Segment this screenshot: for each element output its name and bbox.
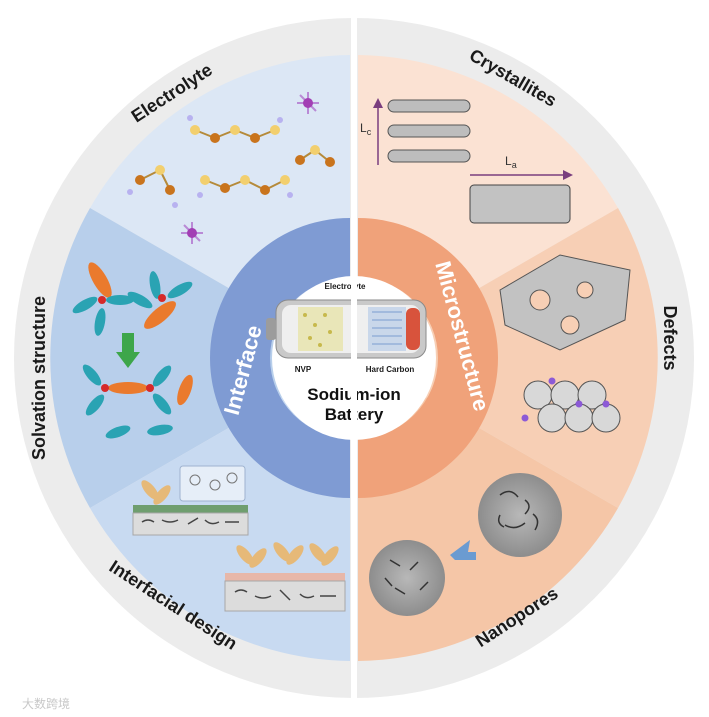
defects-illustration [499, 254, 631, 433]
blue-arrow [450, 540, 476, 560]
solvation-structure-illustration [72, 262, 193, 439]
label-solvation-structure: Solvation structure [29, 296, 49, 460]
electrolyte-molecules [127, 92, 335, 244]
center-nvp-label: NVP [295, 365, 312, 374]
interfacial-design-illustration [132, 465, 346, 612]
green-arrow [122, 333, 134, 353]
watermark: 大数跨境 [22, 696, 70, 711]
label-defects: Defects [660, 305, 680, 370]
axis-lc-label: Lc [360, 121, 372, 137]
axis-la-label: La [505, 154, 517, 170]
center-hard-carbon-label: Hard Carbon [366, 365, 415, 374]
crystallites-illustration: Lc La [360, 98, 573, 224]
nanopores-illustration [369, 473, 562, 616]
inner-ring-right [358, 218, 498, 498]
inner-ring-left [210, 218, 350, 498]
battery-illustration [266, 299, 427, 359]
center-electrolyte-label: Electrolyte [325, 282, 366, 291]
